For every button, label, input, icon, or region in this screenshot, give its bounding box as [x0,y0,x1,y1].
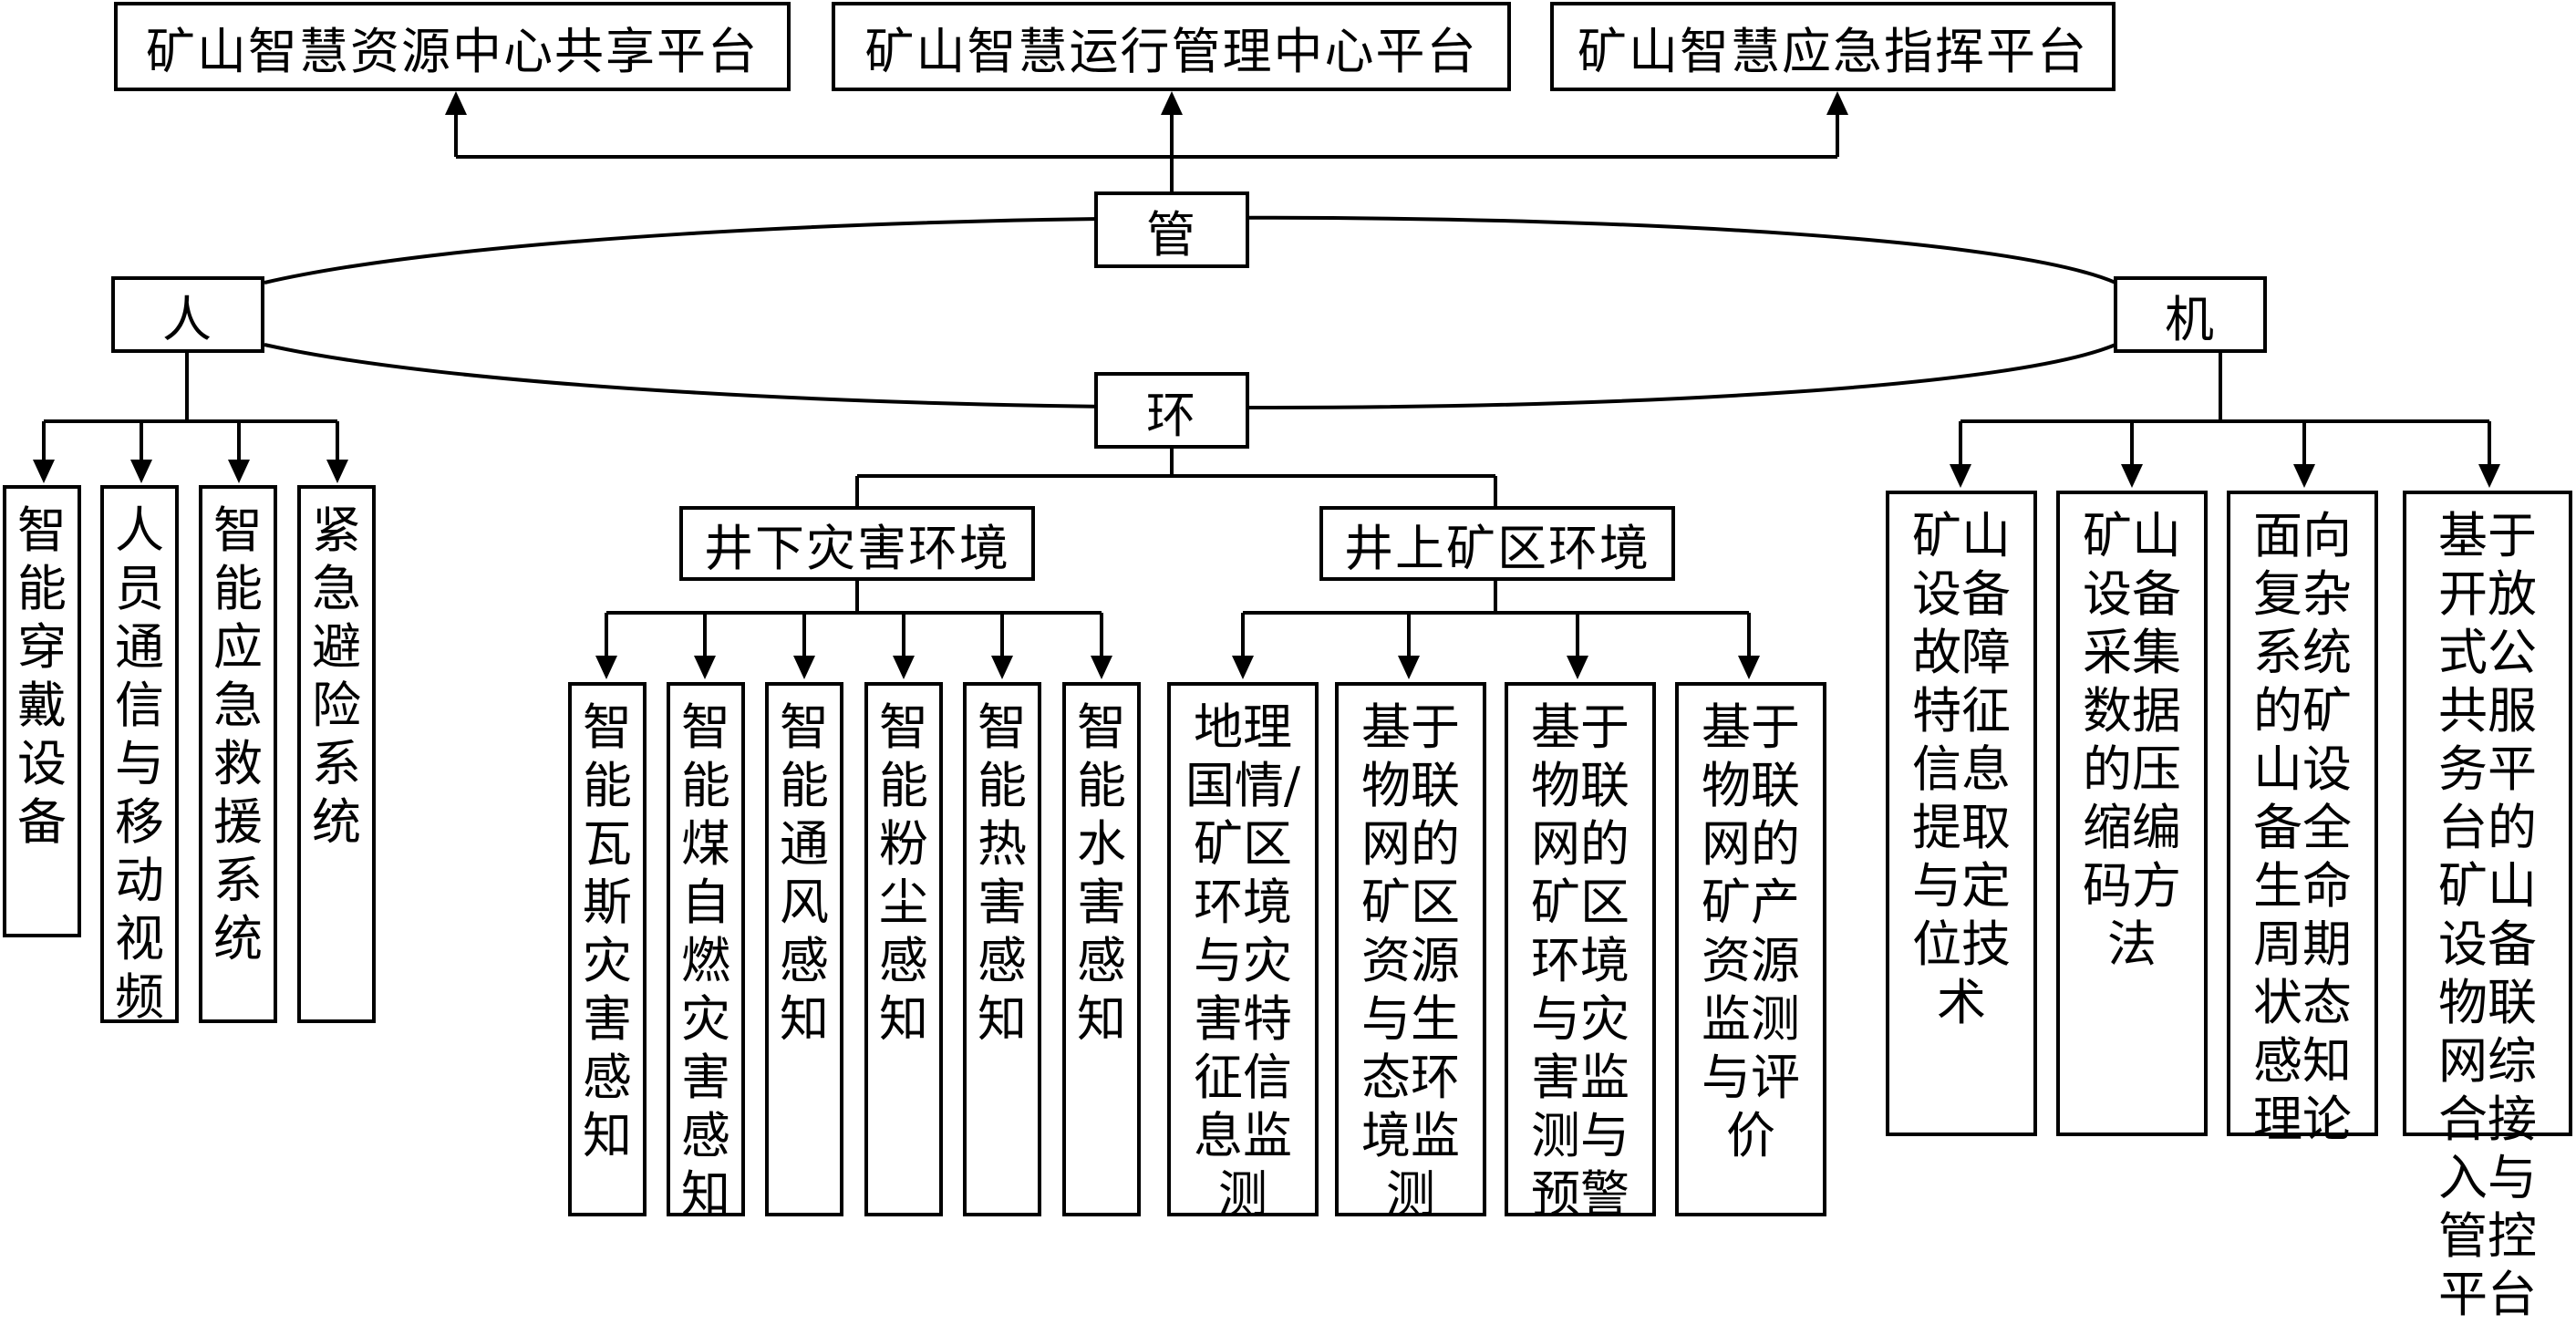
surface-item-hazard-warning-label: 基于物联网的矿区环境与灾害监测与预警 [1531,698,1629,1223]
underground-item-water: 智能水害感知 [1062,682,1141,1216]
underground-item-coal-fire: 智能煤自燃灾害感知 [667,682,745,1223]
machine-item-fault-diagnosis: 矿山设备故障特征信息提取与定位技术 [1886,491,2037,1136]
env-underground: 井下灾害环境 [679,506,1035,581]
node-manage-label: 管 [1146,205,1197,264]
surface-item-mineral-evaluation: 基于物联网的矿产资源监测与评价 [1675,682,1826,1216]
platform-emergency-command: 矿山智慧应急指挥平台 [1550,2,2116,91]
arrowheads [33,91,2500,679]
underground-item-gas: 智能瓦斯灾害感知 [568,682,647,1216]
person-item-wearable-label: 智能穿戴设备 [17,502,67,851]
person-item-communication-label: 人员通信与移动视频 [115,502,164,1026]
person-item-wearable: 智能穿戴设备 [3,485,81,937]
surface-item-geographic: 地理国情/矿区环境与灾害特征信息监测 [1167,682,1319,1223]
underground-item-heat-label: 智能热害感知 [978,698,1027,1048]
ellipse-upper-arc [264,215,2116,284]
underground-item-coal-fire-label: 智能煤自燃灾害感知 [681,698,730,1223]
underground-item-water-label: 智能水害感知 [1077,698,1126,1048]
surface-item-mineral-evaluation-label: 基于物联网的矿产资源监测与评价 [1702,698,1800,1164]
person-item-refuge-label: 紧急避险系统 [312,502,361,851]
surface-item-hazard-warning: 基于物联网的矿区环境与灾害监测与预警 [1505,682,1656,1223]
platform-operations-management-label: 矿山智慧运行管理中心平台 [864,22,1478,80]
connector-lines [33,91,2500,679]
node-environment: 环 [1094,372,1249,449]
node-machine: 机 [2114,276,2267,353]
machine-item-lifecycle-perception: 面向复杂系统的矿山设备全生命周期状态感知理论 [2227,491,2378,1148]
machine-item-iot-platform-label: 基于开放式公共服务平台的矿山设备物联网综合接入与管控平台 [2438,507,2537,1323]
platform-resource-sharing: 矿山智慧资源中心共享平台 [114,2,791,91]
platform-resource-sharing-label: 矿山智慧资源中心共享平台 [146,22,759,80]
underground-item-gas-label: 智能瓦斯灾害感知 [583,698,632,1164]
underground-item-dust-label: 智能粉尘感知 [879,698,928,1048]
node-environment-label: 环 [1146,386,1197,444]
underground-item-dust: 智能粉尘感知 [864,682,943,1216]
surface-item-resource-ecology-label: 基于物联网的矿区资源与生态环境监测 [1361,698,1460,1223]
person-item-rescue: 智能应急救援系统 [199,485,277,1023]
env-underground-label: 井下灾害环境 [704,519,1010,577]
underground-item-ventilation-label: 智能通风感知 [780,698,829,1048]
env-surface-label: 井上矿区环境 [1344,519,1650,577]
node-person: 人 [111,276,264,353]
platform-operations-management: 矿山智慧运行管理中心平台 [832,2,1511,91]
machine-item-fault-diagnosis-label: 矿山设备故障特征信息提取与定位技术 [1912,507,2011,1031]
underground-item-ventilation: 智能通风感知 [765,682,843,1216]
node-machine-label: 机 [2165,290,2216,348]
surface-item-geographic-label: 地理国情/矿区环境与灾害特征信息监测 [1185,698,1301,1223]
node-person-label: 人 [162,290,213,348]
ellipse-lower-arc [264,343,2116,409]
underground-item-heat: 智能热害感知 [963,682,1041,1216]
machine-item-data-compression: 矿山设备采集数据的压缩编码方法 [2056,491,2208,1136]
person-item-communication: 人员通信与移动视频 [100,485,179,1026]
node-manage: 管 [1094,191,1249,268]
machine-item-lifecycle-perception-label: 面向复杂系统的矿山设备全生命周期状态感知理论 [2253,507,2352,1148]
machine-item-iot-platform: 基于开放式公共服务平台的矿山设备物联网综合接入与管控平台 [2403,491,2572,1323]
platform-emergency-command-label: 矿山智慧应急指挥平台 [1578,22,2088,80]
person-item-rescue-label: 智能应急救援系统 [213,502,263,967]
person-item-refuge: 紧急避险系统 [297,485,376,1023]
machine-item-data-compression-label: 矿山设备采集数据的压缩编码方法 [2083,507,2181,973]
surface-item-resource-ecology: 基于物联网的矿区资源与生态环境监测 [1335,682,1486,1223]
env-surface: 井上矿区环境 [1319,506,1675,581]
